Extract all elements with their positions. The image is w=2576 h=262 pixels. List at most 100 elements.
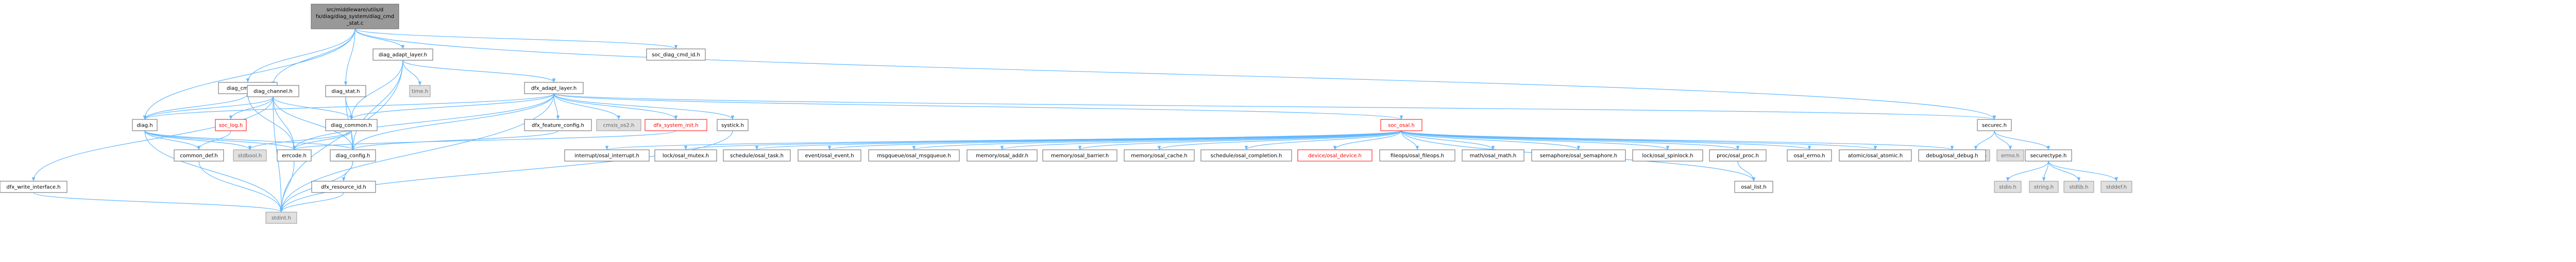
graph-node-box-diag_adapt_layer [372, 48, 433, 61]
graph-node-dfx_system_init[interactable]: dfx_system_init.h [645, 119, 707, 131]
graph-node-string[interactable]: string.h [2029, 181, 2059, 193]
graph-node-osal_errno[interactable]: osal_errno.h [1787, 149, 1832, 162]
graph-node-systick[interactable]: systick.h [717, 119, 749, 131]
graph-node-proc[interactable]: proc/osal_proc.h [1709, 149, 1767, 162]
graph-node-device[interactable]: device/osal_device.h [1297, 149, 1372, 162]
graph-node-box-securectype [2025, 149, 2072, 162]
graph-node-fileops[interactable]: fileops/osal_fileops.h [1379, 149, 1455, 162]
graph-node-label-interrupt: interrupt/osal_interrupt.h [574, 153, 639, 159]
graph-node-securectype[interactable]: securectype.h [2025, 149, 2072, 162]
graph-node-label-lock_mutex: lock/osal_mutex.h [663, 153, 709, 159]
edge-soc_osal-to-memory_barrier [1078, 130, 1402, 150]
graph-node-osal_list[interactable]: osal_list.h [1734, 181, 1773, 193]
graph-node-diag_stat[interactable]: diag_stat.h [325, 85, 366, 97]
graph-node-label-common_def: common_def.h [180, 153, 217, 159]
graph-node-label-math: math/osal_math.h [1470, 153, 1516, 159]
graph-node-stdbool[interactable]: stdbool.h [233, 149, 267, 162]
graph-node-securec[interactable]: securec.h [1977, 119, 2012, 131]
edge-dfx_resource_id-to-stdint [279, 192, 344, 213]
graph-node-soc_log[interactable]: soc_log.h [215, 119, 247, 131]
graph-node-box-cmsis_os2 [596, 119, 641, 131]
graph-node-box-memory_barrier [1042, 149, 1117, 162]
graph-node-time[interactable]: time.h [409, 85, 431, 97]
edge-soc_osal-to-schedule_completion [1244, 130, 1402, 150]
edge-dfx_adapt_layer-to-soc_osal [553, 93, 1403, 120]
edge-root-to-diag_channel [271, 28, 355, 86]
graph-node-math[interactable]: math/osal_math.h [1462, 149, 1524, 162]
edge-diag_adapt_layer-to-stdint [279, 60, 403, 213]
edges-layer [31, 28, 2119, 213]
edge-securectype-to-stdlib [2048, 161, 2081, 182]
graph-node-debug[interactable]: debug/osal_debug.h [1918, 149, 1986, 162]
edge-dfx_adapt_layer-to-cmsis_os2 [553, 93, 621, 120]
edge-dfx_adapt_layer-to-diag [143, 93, 554, 120]
edge-soc_osal-to-device [1333, 130, 1402, 150]
graph-node-box-stdio [1994, 181, 2022, 193]
graph-node-label-event: event/osal_event.h [805, 153, 854, 159]
graph-node-schedule_task[interactable]: schedule/osal_task.h [723, 149, 791, 162]
graph-node-label-debug: debug/osal_debug.h [1926, 153, 1978, 159]
edge-diag_channel-to-diag_config [273, 96, 355, 150]
graph-node-box-diag_stat [325, 85, 366, 97]
graph-node-diag_channel[interactable]: diag_channel.h [247, 85, 299, 97]
graph-node-diag_config[interactable]: diag_config.h [330, 149, 376, 162]
graph-node-label-diag_channel: diag_channel.h [253, 89, 293, 95]
graph-node-stdlib[interactable]: stdlib.h [2063, 181, 2094, 193]
graph-node-box-dfx_write_interface [0, 181, 67, 193]
graph-node-msgqueue[interactable]: msgqueue/osal_msgqueue.h [868, 149, 960, 162]
graph-node-label-diag: diag.h [137, 123, 152, 129]
graph-node-dfx_adapt_layer[interactable]: dfx_adapt_layer.h [524, 82, 584, 94]
edge-diag_adapt_layer-to-dfx_adapt_layer [402, 60, 556, 83]
edge-soc_osal-to-atomic [1401, 130, 1877, 150]
graph-node-stddef[interactable]: stddef.h [2100, 181, 2132, 193]
edge-common_def-to-stdint [198, 161, 283, 213]
edge-soc_osal-to-fileops [1401, 130, 1419, 150]
graph-node-soc_diag_cmd_id[interactable]: soc_diag_cmd_id.h [646, 48, 706, 61]
edge-dfx_system_init-to-errcode [292, 130, 676, 150]
graph-node-atomic[interactable]: atomic/osal_atomic.h [1839, 149, 1912, 162]
graph-node-label-memory_barrier: memory/osal_barrier.h [1051, 153, 1109, 159]
graph-node-diag_adapt_layer[interactable]: diag_adapt_layer.h [372, 48, 433, 61]
graph-node-dfx_resource_id[interactable]: dfx_resource_id.h [311, 181, 376, 193]
graph-node-soc_osal[interactable]: soc_osal.h [1380, 119, 1422, 131]
graph-node-memory_addr[interactable]: memory/osal_addr.h [967, 149, 1038, 162]
graph-node-label-time: time.h [412, 89, 428, 95]
graph-node-semaphore[interactable]: semaphore/osal_semaphore.h [1531, 149, 1626, 162]
graph-node-label-semaphore: semaphore/osal_semaphore.h [1540, 153, 1617, 159]
graph-node-label-diag_stat: diag_stat.h [331, 89, 360, 95]
graph-node-label-osal_errno: osal_errno.h [1793, 153, 1825, 159]
graph-node-common_def[interactable]: common_def.h [174, 149, 224, 162]
graph-node-box-osal_list [1734, 181, 1773, 193]
graph-node-label-soc_log: soc_log.h [219, 123, 243, 129]
graph-node-cmsis_os2[interactable]: cmsis_os2.h [596, 119, 641, 131]
graph-node-memory_cache[interactable]: memory/osal_cache.h [1124, 149, 1195, 162]
graph-node-stdint[interactable]: stdint.h [265, 212, 297, 224]
edge-soc_osal-to-math [1401, 130, 1495, 150]
graph-node-interrupt[interactable]: interrupt/osal_interrupt.h [564, 149, 650, 162]
graph-node-label-diag_adapt_layer: diag_adapt_layer.h [379, 53, 427, 58]
graph-node-event[interactable]: event/osal_event.h [798, 149, 861, 162]
graph-node-label-device: device/osal_device.h [1308, 153, 1362, 159]
graph-node-lock_mutex[interactable]: lock/osal_mutex.h [654, 149, 717, 162]
graph-node-stdio[interactable]: stdio.h [1994, 181, 2022, 193]
graph-node-diag_common[interactable]: diag_common.h [325, 119, 378, 131]
edge-dfx_feature_config-to-diag_config [351, 130, 558, 150]
graph-node-diag[interactable]: diag.h [132, 119, 158, 131]
graph-node-label-spinlock: lock/osal_spinlock.h [1642, 153, 1693, 159]
edge-securectype-to-string [2042, 161, 2049, 182]
graph-node-errcode[interactable]: errcode.h [277, 149, 312, 162]
graph-node-memory_barrier[interactable]: memory/osal_barrier.h [1042, 149, 1117, 162]
graph-node-dfx_feature_config[interactable]: dfx_feature_config.h [524, 119, 592, 131]
graph-node-errno[interactable]: errno.h [1996, 149, 2024, 162]
graph-node-spinlock[interactable]: lock/osal_spinlock.h [1632, 149, 1703, 162]
edge-root-to-securec [354, 28, 1996, 120]
graph-node-dfx_write_interface[interactable]: dfx_write_interface.h [0, 181, 67, 193]
graph-node-box-osal_errno [1787, 149, 1832, 162]
graph-node-schedule_completion[interactable]: schedule/osal_completion.h [1200, 149, 1292, 162]
graph-node-label-errno: errno.h [2001, 153, 2020, 159]
graph-node-label-diag_common: diag_common.h [331, 123, 372, 129]
graph-node-label-stdbool: stdbool.h [238, 153, 262, 159]
graph-node-label-stdlib: stdlib.h [2070, 185, 2089, 190]
